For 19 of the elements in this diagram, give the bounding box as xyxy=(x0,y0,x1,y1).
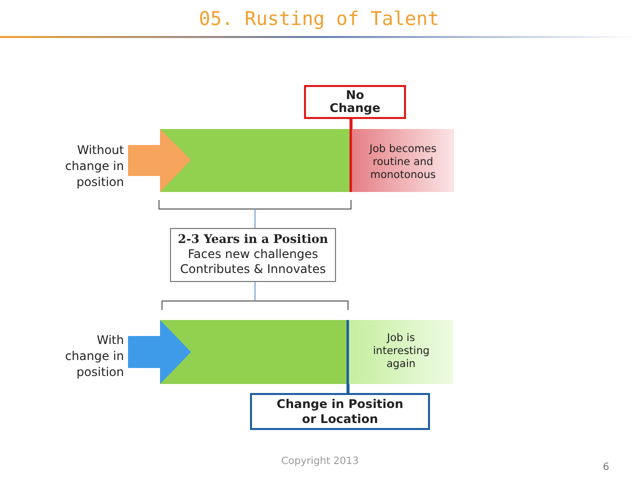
callout-box xyxy=(250,393,430,430)
leader-line xyxy=(346,320,350,393)
copyright-text: Copyright 2013 xyxy=(280,456,360,467)
status-band xyxy=(352,129,454,192)
body-text: Faces new challenges xyxy=(186,247,320,262)
body-text: Contributes & Innovates xyxy=(179,262,327,277)
body-text: Job becomes routine and monotonous xyxy=(368,143,438,182)
callout-box xyxy=(304,85,406,119)
row-label: Without change in position xyxy=(64,142,124,190)
body-text: Job is interesting again xyxy=(373,332,429,371)
heading-text: 2-3 Years in a Position xyxy=(176,232,330,247)
status-band xyxy=(349,320,453,384)
leader-line xyxy=(350,119,352,192)
info-box xyxy=(170,228,336,282)
slide-title: 05. Rusting of Talent xyxy=(198,8,440,30)
row-label: With change in position xyxy=(64,332,124,380)
heading-text: No Change xyxy=(328,89,382,115)
page-number: 6 xyxy=(602,462,610,473)
heading-text: Change in Position or Location xyxy=(276,397,404,427)
